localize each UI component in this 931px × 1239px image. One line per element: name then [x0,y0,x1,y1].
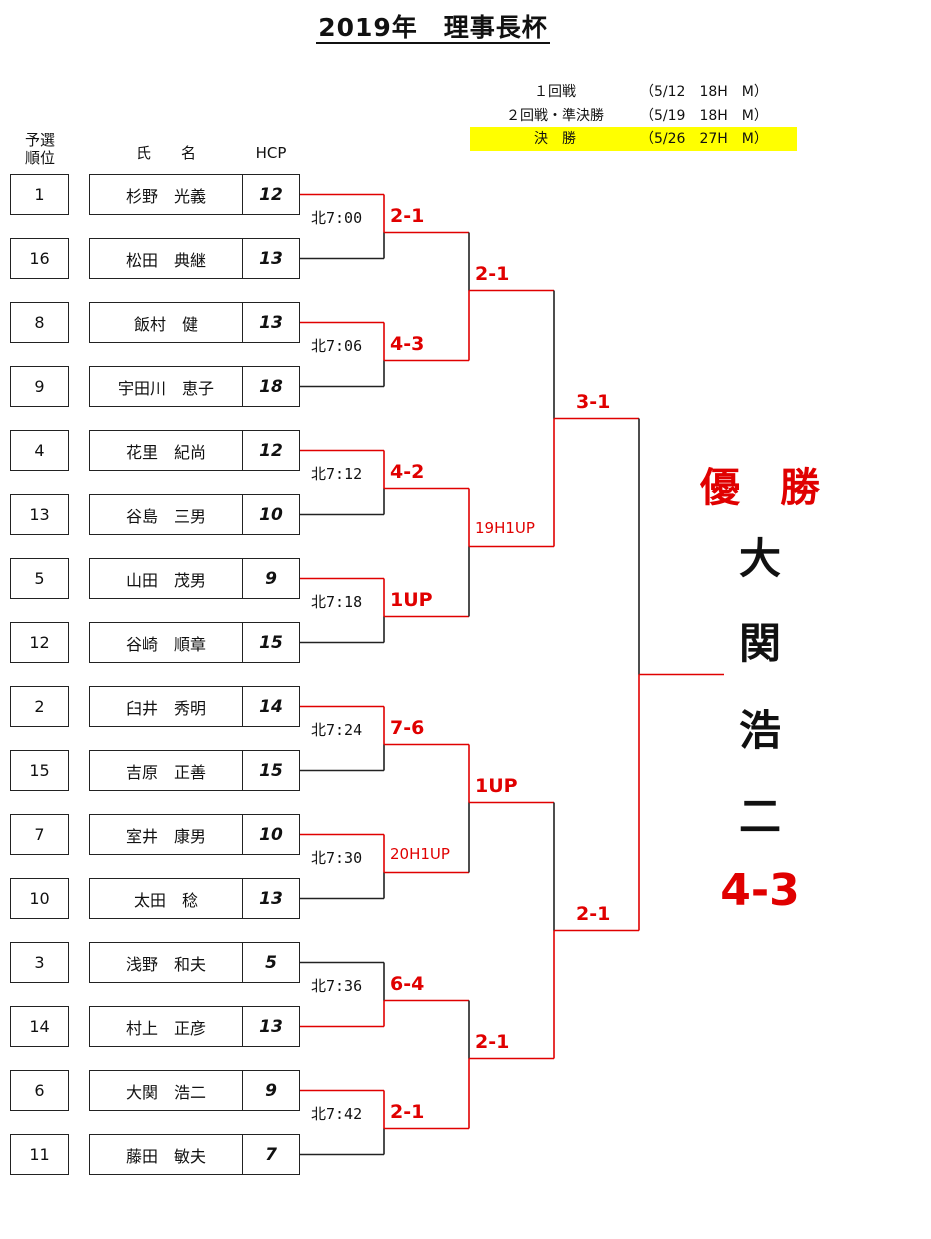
player-hcp: 18 [242,366,300,407]
round1-score: 4-2 [390,460,425,483]
seed-box: 1 [10,174,69,215]
header-seed: 予選 順位 [24,131,55,167]
champion-name-3: 浩 [738,706,781,755]
player-name: 谷崎 順章 [89,622,243,663]
seed-box: 15 [10,750,69,791]
round2-score: 1UP [475,774,518,797]
champion-name-1: 大 [738,534,781,583]
seed-box: 2 [10,686,69,727]
tee-time: 北7:36 [311,976,363,995]
page-title-text: 2019年 理事長杯 [316,13,550,44]
schedule-row: １回戦 （5/12 18H M） [470,80,797,104]
tee-time: 北7:24 [311,720,363,739]
semifinal-score: 3-1 [576,390,611,413]
seed-box: 12 [10,622,69,663]
player-name: 吉原 正善 [89,750,243,791]
seed-box: 8 [10,302,69,343]
schedule-date: （5/12 18H M） [640,84,768,100]
seed-box: 7 [10,814,69,855]
schedule-date: （5/19 18H M） [640,108,768,124]
schedule-round: ２回戦・準決勝 [506,108,604,124]
round1-score: 1UP [390,588,433,611]
player-hcp: 13 [242,302,300,343]
schedule-row: 決 勝 （5/26 27H M） [470,127,797,151]
player-name: 山田 茂男 [89,558,243,599]
player-hcp: 14 [242,686,300,727]
tee-time: 北7:42 [311,1104,363,1123]
round1-score: 4-3 [390,332,425,355]
round1-score: 2-1 [390,204,425,227]
champion-label: 優 勝 [700,465,820,511]
semifinal-score: 2-1 [576,902,611,925]
champion-name-4: 二 [738,792,781,841]
player-name: 藤田 敏夫 [89,1134,243,1175]
page-title: 2019年 理事長杯 [0,8,866,44]
seed-box: 3 [10,942,69,983]
round2-score: 2-1 [475,1030,510,1053]
player-name: 宇田川 恵子 [89,366,243,407]
seed-box: 6 [10,1070,69,1111]
tee-time: 北7:12 [311,464,363,483]
player-name: 花里 紀尚 [89,430,243,471]
seed-box: 16 [10,238,69,279]
tee-time: 北7:30 [311,848,363,867]
player-name: 臼井 秀明 [89,686,243,727]
round2-score: 19H1UP [475,518,535,537]
player-name: 室井 康男 [89,814,243,855]
player-hcp: 10 [242,814,300,855]
player-name: 杉野 光義 [89,174,243,215]
schedule-date: （5/26 27H M） [640,131,768,147]
tee-time: 北7:00 [311,208,363,227]
champion-name-2: 関 [738,619,781,668]
player-hcp: 7 [242,1134,300,1175]
schedule-round: １回戦 [534,84,576,100]
schedule-round: 決 勝 [534,131,576,147]
player-hcp: 15 [242,622,300,663]
seed-box: 13 [10,494,69,535]
round1-score: 20H1UP [390,844,450,863]
player-hcp: 13 [242,238,300,279]
round1-score: 2-1 [390,1100,425,1123]
tee-time: 北7:06 [311,336,363,355]
player-name: 谷島 三男 [89,494,243,535]
seed-box: 4 [10,430,69,471]
player-hcp: 12 [242,430,300,471]
round1-score: 7-6 [390,716,425,739]
player-name: 飯村 健 [89,302,243,343]
player-hcp: 10 [242,494,300,535]
champion-score: 4-3 [720,865,800,916]
player-hcp: 9 [242,558,300,599]
player-name: 松田 典継 [89,238,243,279]
player-name: 浅野 和夫 [89,942,243,983]
player-hcp: 13 [242,1006,300,1047]
header-hcp: HCP [255,144,287,162]
round2-score: 2-1 [475,262,510,285]
player-name: 太田 稔 [89,878,243,919]
schedule-row: ２回戦・準決勝 （5/19 18H M） [470,104,797,128]
round1-score: 6-4 [390,972,425,995]
player-hcp: 12 [242,174,300,215]
seed-box: 14 [10,1006,69,1047]
player-hcp: 9 [242,1070,300,1111]
player-hcp: 5 [242,942,300,983]
player-hcp: 15 [242,750,300,791]
seed-box: 10 [10,878,69,919]
player-name: 大関 浩二 [89,1070,243,1111]
tee-time: 北7:18 [311,592,363,611]
seed-box: 11 [10,1134,69,1175]
header-name: 氏 名 [135,144,196,162]
seed-box: 5 [10,558,69,599]
player-hcp: 13 [242,878,300,919]
seed-box: 9 [10,366,69,407]
player-name: 村上 正彦 [89,1006,243,1047]
